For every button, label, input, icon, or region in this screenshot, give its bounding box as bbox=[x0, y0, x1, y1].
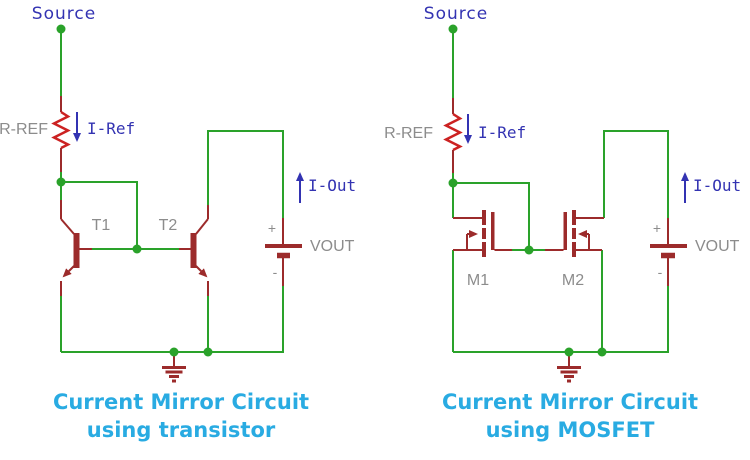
mosfet-source-label: Source bbox=[424, 4, 488, 24]
mosfet-battery-minus-sign: - bbox=[658, 264, 663, 280]
bjt-battery-minus-sign: - bbox=[273, 264, 278, 280]
mosfet-junction-dots bbox=[448, 24, 607, 357]
bjt-title-line2: using transistor bbox=[87, 418, 276, 442]
m2-label: M2 bbox=[562, 272, 584, 289]
bjt-title-line1: Current Mirror Circuit bbox=[53, 390, 309, 414]
mosfet-battery-symbol bbox=[650, 218, 687, 286]
bjt-resistor-symbol bbox=[51, 96, 71, 172]
bjt-iout-label: I-Out bbox=[308, 176, 356, 195]
bjt-source-label: Source bbox=[32, 4, 96, 24]
bjt-rref-label: R-REF bbox=[0, 121, 48, 138]
mosfet-resistor-symbol bbox=[443, 98, 463, 173]
mosfet-battery-plus-sign: + bbox=[653, 220, 661, 236]
bjt-junction-dots bbox=[56, 24, 213, 357]
mosfet-vout-label: VOUT bbox=[695, 238, 740, 255]
bjt-battery-symbol bbox=[265, 218, 302, 286]
mosfet-rref-label: R-REF bbox=[384, 125, 433, 142]
bjt-vout-label: VOUT bbox=[310, 238, 355, 255]
transistor-t1-symbol bbox=[60, 200, 92, 296]
m1-label: M1 bbox=[467, 272, 489, 289]
mosfet-wires bbox=[452, 30, 669, 353]
mosfet-iref-label: I-Ref bbox=[478, 123, 526, 142]
mosfet-title-line1: Current Mirror Circuit bbox=[442, 390, 698, 414]
transistor-t2-symbol bbox=[179, 205, 209, 296]
bjt-battery-plus-sign: + bbox=[268, 220, 276, 236]
mosfet-m1-symbol bbox=[453, 210, 512, 257]
bjt-wires bbox=[60, 30, 284, 353]
t1-label: T1 bbox=[92, 217, 111, 234]
bjt-circuit: Source R-REF I-Ref I-Out T1 T2 + - VOUT … bbox=[0, 4, 356, 442]
mosfet-circuit: Source R-REF I-Ref I-Out M1 M2 + - VOUT … bbox=[384, 4, 741, 442]
mosfet-iout-label: I-Out bbox=[693, 176, 741, 195]
t2-label: T2 bbox=[159, 217, 178, 234]
mosfet-m2-symbol bbox=[545, 210, 604, 257]
mosfet-ground-symbol bbox=[557, 352, 581, 383]
mosfet-title-line2: using MOSFET bbox=[486, 418, 656, 442]
bjt-iref-label: I-Ref bbox=[87, 119, 135, 138]
